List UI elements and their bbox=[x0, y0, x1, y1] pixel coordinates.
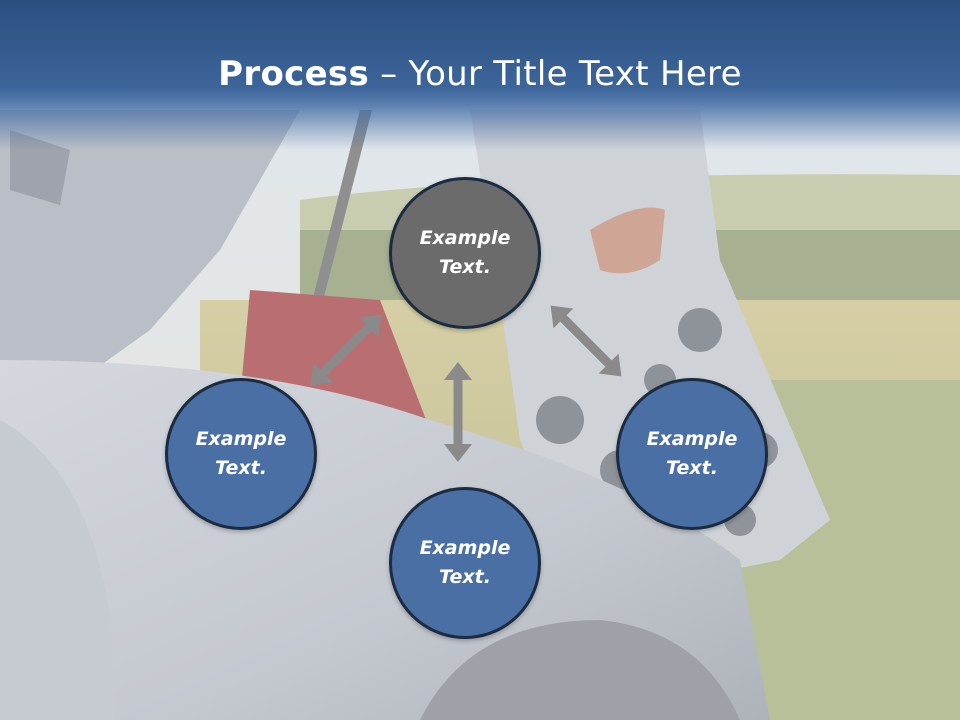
double-arrow-icon-upper-right bbox=[550, 305, 622, 377]
cycle-node-top-line1: Example bbox=[419, 227, 511, 249]
double-arrow-icon-vertical bbox=[444, 362, 472, 462]
cycle-node-left-line2: Text. bbox=[215, 457, 267, 479]
cycle-node-bottom-line2: Text. bbox=[439, 566, 491, 588]
title-bold: Process bbox=[218, 54, 370, 94]
cycle-node-right-line1: Example bbox=[646, 428, 738, 450]
cycle-node-bottom-line1: Example bbox=[419, 537, 511, 559]
cycle-node-left-line1: Example bbox=[195, 428, 287, 450]
cycle-node-right-line2: Text. bbox=[666, 457, 718, 479]
title-rest: – Your Title Text Here bbox=[369, 54, 742, 94]
title-bar bbox=[0, 0, 960, 150]
double-arrow-icon-upper-left bbox=[310, 314, 382, 386]
slide-title: Process – Your Title Text Here bbox=[0, 52, 960, 96]
cycle-node-top-line2: Text. bbox=[439, 256, 491, 278]
